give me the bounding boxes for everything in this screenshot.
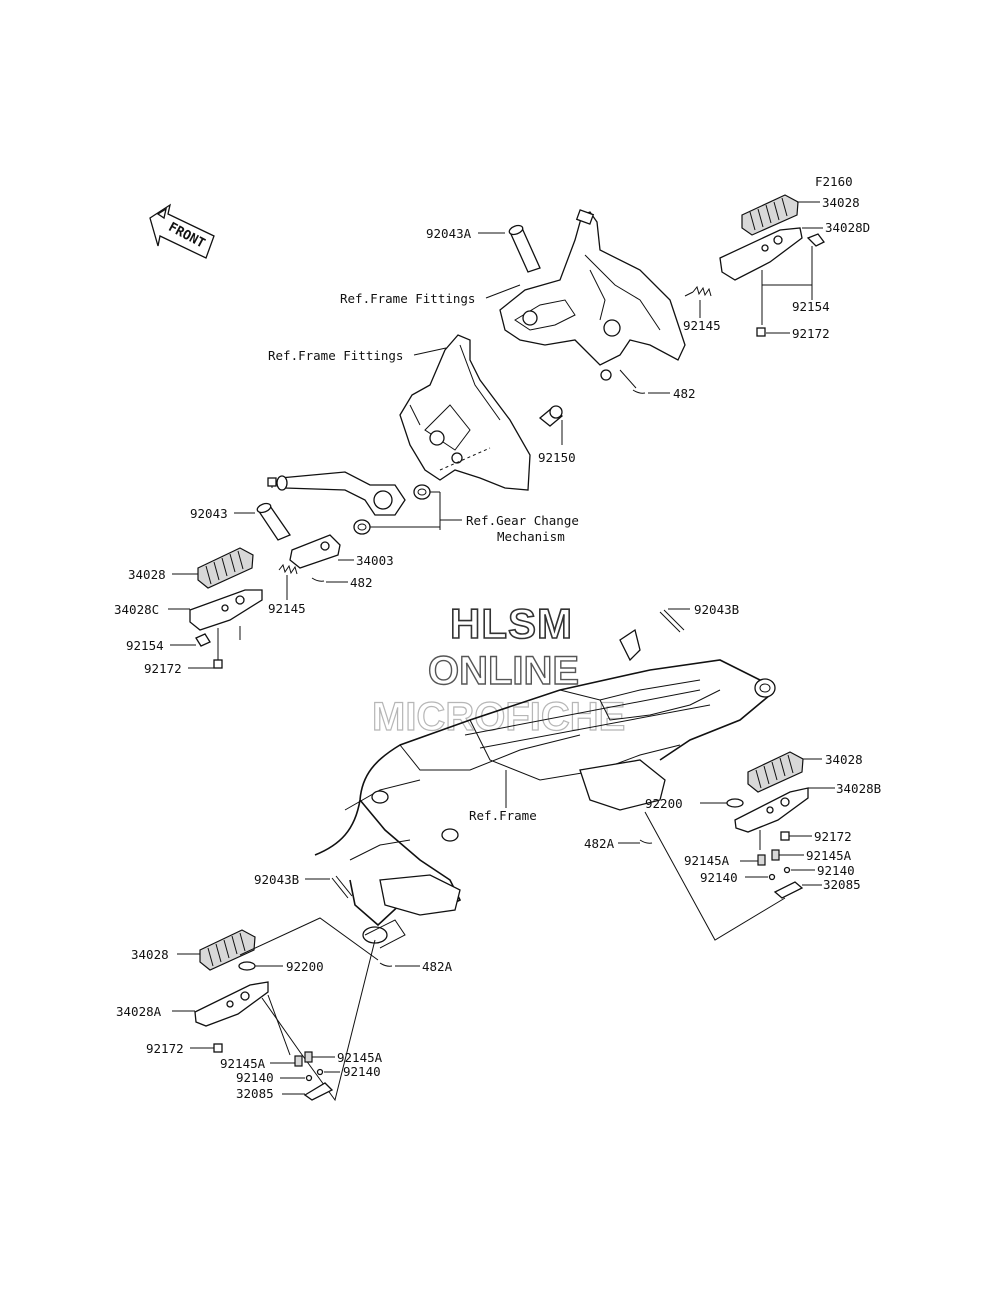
label-34003: 34003 xyxy=(356,553,394,568)
ref-gear-change-line1: Ref.Gear Change xyxy=(466,513,579,528)
ref-frame-fittings-upper: Ref.Frame Fittings xyxy=(340,291,475,306)
label-482A-left: 482A xyxy=(422,959,453,974)
footpeg-rubber-34028-lower-left xyxy=(199,929,256,971)
main-frame xyxy=(314,628,776,949)
bolt-92154-left xyxy=(195,633,211,647)
watermark-line2: ONLINE xyxy=(428,649,579,693)
cotter-pin-482A-left xyxy=(379,962,393,967)
label-92154-top-right: 92154 xyxy=(792,299,830,314)
cotter-pin-482-upper xyxy=(632,389,646,394)
cotter-pin-482A-right xyxy=(639,839,653,844)
springs-92145A-left xyxy=(294,1051,313,1067)
front-arrow-icon: FRONT xyxy=(149,203,215,259)
footpeg-rubber-34028-middle-left xyxy=(197,547,254,589)
cotter-pin-482-middle xyxy=(311,577,325,582)
label-92172-lower-right: 92172 xyxy=(814,829,852,844)
bolt-92150 xyxy=(538,405,564,427)
balls-92140-left xyxy=(305,1068,324,1082)
label-92140-right-2: 92140 xyxy=(817,863,855,878)
left-footrest-bracket xyxy=(399,334,531,491)
footpeg-34028B xyxy=(734,787,809,833)
label-34028-lower-right: 34028 xyxy=(825,752,863,767)
watermark-line1: HLSM xyxy=(450,600,573,647)
bolt-92172-lower-left xyxy=(213,1043,223,1053)
washer-92200-right xyxy=(726,798,744,808)
bolt-92172-lower-right xyxy=(780,831,790,841)
seal-ring-upper xyxy=(413,484,431,500)
label-34028C: 34028C xyxy=(114,602,159,617)
bolt-92172-middle-left xyxy=(213,659,223,669)
label-92145A-right-2: 92145A xyxy=(806,848,852,863)
balls-92140-right xyxy=(768,866,791,881)
spring-92145-right xyxy=(684,285,712,297)
plate-32085-left xyxy=(303,1082,334,1101)
ref-frame-fittings-lower: Ref.Frame Fittings xyxy=(268,348,403,363)
label-482-middle: 482 xyxy=(350,575,373,590)
label-92145A-right-1: 92145A xyxy=(684,853,730,868)
label-92043B-right: 92043B xyxy=(694,602,739,617)
pin-92043 xyxy=(256,502,291,541)
label-34028A: 34028A xyxy=(116,1004,162,1019)
ref-frame: Ref.Frame xyxy=(469,808,537,823)
label-92145-middle: 92145 xyxy=(268,601,306,616)
pin-92043B-right xyxy=(659,609,685,633)
gear-change-pedal xyxy=(276,471,406,516)
label-482-upper: 482 xyxy=(673,386,696,401)
label-92154-middle-left: 92154 xyxy=(126,638,164,653)
pin-92043B-left xyxy=(331,875,353,899)
label-34028-middle-left: 34028 xyxy=(128,567,166,582)
footpeg-34028A xyxy=(194,981,269,1027)
springs-92145A-right xyxy=(757,849,780,866)
ref-gear-change-line2: Mechanism xyxy=(497,529,565,544)
label-92145A-left-2: 92145A xyxy=(337,1050,383,1065)
label-32085-right: 32085 xyxy=(823,877,861,892)
footpeg-rubber-34028-top-right xyxy=(741,194,799,236)
spring-92145-left xyxy=(278,563,298,575)
footpeg-34028C xyxy=(189,589,263,631)
label-92043: 92043 xyxy=(190,506,228,521)
bolt-92154-right xyxy=(806,233,825,247)
label-92172-top-right: 92172 xyxy=(792,326,830,341)
label-34028-top-right: 34028 xyxy=(822,195,860,210)
figure-code: F2160 xyxy=(815,174,853,189)
label-92172-middle-left: 92172 xyxy=(144,661,182,676)
footpeg-rubber-34028-lower-right xyxy=(747,751,804,793)
label-92172-lower-left: 92172 xyxy=(146,1041,184,1056)
pedal-pivot-34003 xyxy=(289,534,341,569)
label-92140-left-2: 92140 xyxy=(343,1064,381,1079)
label-92145A-left-1: 92145A xyxy=(220,1056,266,1071)
label-92145-upper: 92145 xyxy=(683,318,721,333)
bolt-92172-top-right xyxy=(756,327,766,337)
label-34028B: 34028B xyxy=(836,781,881,796)
pin-92043A xyxy=(508,224,541,273)
watermark-line3: MICROFICHE xyxy=(372,695,625,739)
label-482A-right: 482A xyxy=(584,836,615,851)
label-92200-left: 92200 xyxy=(286,959,324,974)
label-34028-lower-left: 34028 xyxy=(131,947,169,962)
label-34028D: 34028D xyxy=(825,220,870,235)
washer-92200-left xyxy=(238,961,256,971)
footpeg-34028D xyxy=(719,227,803,281)
label-92043B-left: 92043B xyxy=(254,872,299,887)
label-92140-right-1: 92140 xyxy=(700,870,738,885)
label-92043A: 92043A xyxy=(426,226,472,241)
plate-32085-right xyxy=(773,881,804,899)
label-32085-left: 32085 xyxy=(236,1086,274,1101)
label-92200-right: 92200 xyxy=(645,796,683,811)
label-92150: 92150 xyxy=(538,450,576,465)
seal-ring-lower xyxy=(353,519,371,535)
right-footrest-bracket xyxy=(499,209,686,381)
label-92140-left-1: 92140 xyxy=(236,1070,274,1085)
